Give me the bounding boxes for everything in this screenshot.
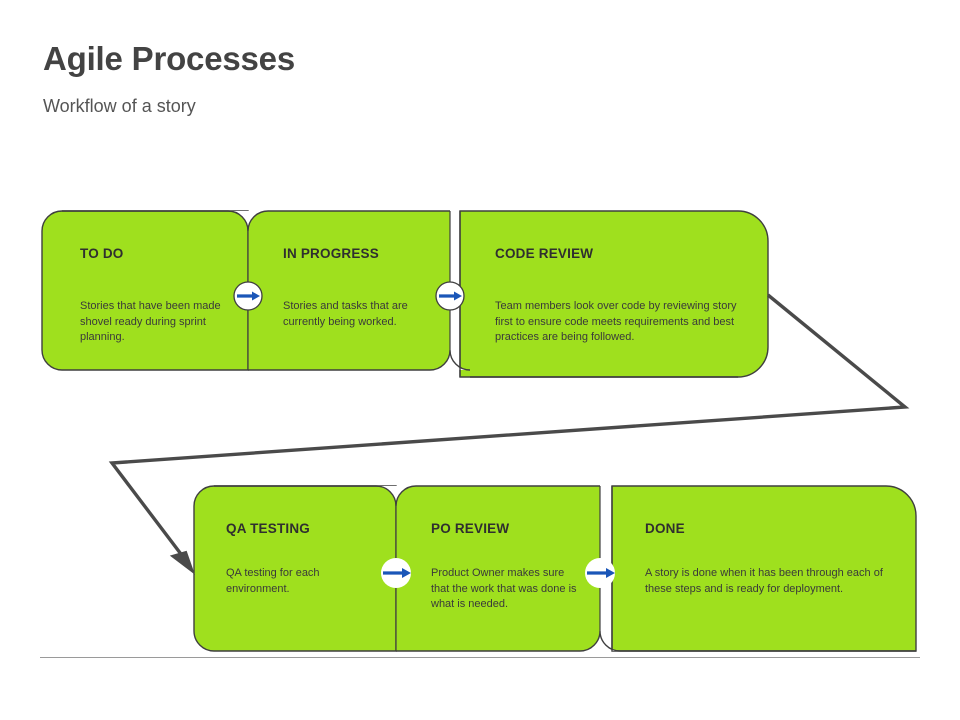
card-to-do[interactable]: TO DO Stories that have been made shovel… <box>80 246 230 346</box>
card-description-qa-testing: QA testing for each environment. <box>226 567 320 595</box>
card-description-code-review: Team members look over code by reviewing… <box>495 300 737 343</box>
card-title-po-review: PO REVIEW <box>431 521 510 536</box>
wrap-arrow-head-icon <box>169 550 196 575</box>
card-done[interactable]: DONE A story is done when it has been th… <box>645 521 895 597</box>
connector-po-review-to-done[interactable] <box>585 558 615 588</box>
bottom-divider-rule <box>40 657 920 658</box>
notch-po-done <box>580 631 620 651</box>
card-description-po-review: Product Owner makes sure that the work t… <box>431 567 577 610</box>
arrow-right-icon <box>439 291 462 301</box>
card-shape-code-review[interactable] <box>459 210 769 378</box>
card-code-review[interactable]: CODE REVIEW Team members look over code … <box>495 246 743 346</box>
card-title-qa-testing: QA TESTING <box>226 521 311 536</box>
card-po-review[interactable]: PO REVIEW Product Owner makes sure that … <box>431 521 579 613</box>
arrow-right-icon <box>383 568 411 578</box>
notch-qa-po <box>376 486 416 506</box>
wrap-connector-line <box>108 293 910 568</box>
notch-to-do-in-progress <box>228 211 268 231</box>
card-title-in-progress: IN PROGRESS <box>283 246 379 261</box>
card-shape-in-progress[interactable] <box>248 211 450 370</box>
card-description-to-do: Stories that have been made shovel ready… <box>80 300 221 343</box>
card-qa-testing[interactable]: QA TESTING QA testing for each environme… <box>226 521 376 597</box>
slide-header: Agile Processes Workflow of a story <box>43 38 743 118</box>
card-title-done: DONE <box>645 521 685 536</box>
arrow-right-icon <box>587 568 615 578</box>
connector-in-progress-to-code-review[interactable] <box>435 281 465 311</box>
card-description-done: A story is done when it has been through… <box>645 567 883 595</box>
page-title: Agile Processes <box>43 40 295 77</box>
card-description-in-progress: Stories and tasks that are currently bei… <box>283 300 408 328</box>
notch-in-progress-code-review <box>430 350 470 370</box>
connector-to-do-to-in-progress[interactable] <box>233 281 263 311</box>
connector-qa-testing-to-po-review[interactable] <box>381 558 411 588</box>
arrow-right-icon <box>237 291 260 301</box>
page-subtitle: Workflow of a story <box>43 96 196 116</box>
card-in-progress[interactable]: IN PROGRESS Stories and tasks that are c… <box>283 246 433 330</box>
card-title-to-do: TO DO <box>80 246 124 261</box>
card-shape-done[interactable] <box>611 485 917 652</box>
card-shape-qa-testing[interactable] <box>193 485 397 652</box>
card-shape-po-review[interactable] <box>396 486 600 651</box>
card-title-code-review: CODE REVIEW <box>495 246 594 261</box>
card-shape-to-do[interactable] <box>41 210 249 371</box>
